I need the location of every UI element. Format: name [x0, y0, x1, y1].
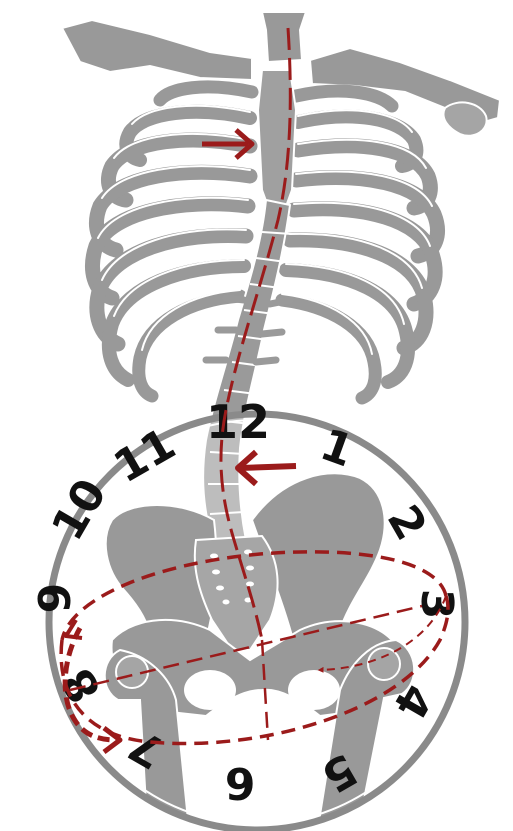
right-obturator-foramen	[288, 670, 340, 710]
right-shoulder-joint	[443, 102, 486, 135]
cervical-spine	[262, 12, 306, 62]
numeral-12: 12	[206, 395, 270, 449]
left-obturator-foramen	[184, 670, 236, 710]
right-ribs	[282, 91, 437, 398]
left-clavicle-scapula	[62, 20, 252, 80]
numeral-9: 9	[30, 583, 81, 614]
right-femoral-head	[368, 648, 400, 680]
left-ribs	[93, 87, 252, 396]
numeral-6: 6	[225, 757, 256, 808]
